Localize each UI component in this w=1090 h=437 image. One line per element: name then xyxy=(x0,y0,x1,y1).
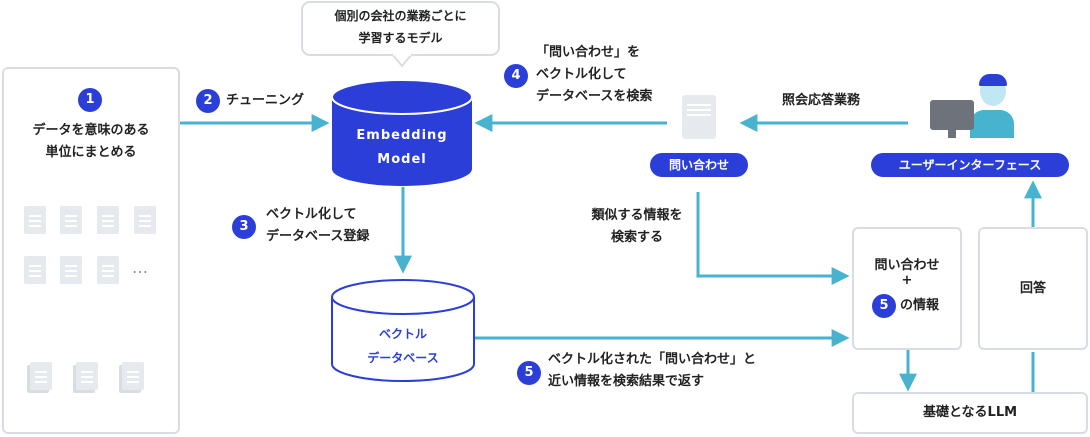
step-4-badge: 4 xyxy=(504,64,528,88)
base-llm-label: 基礎となるLLM xyxy=(922,405,1018,420)
embedding-model-label: Embedding Model xyxy=(332,124,472,172)
step-2-badge: 2 xyxy=(196,89,220,113)
similar-search-line2: 検索する xyxy=(610,230,663,245)
callout-text: 個別の会社の業務ごとに 学習するモデル xyxy=(302,5,499,49)
inquiry-pill: 問い合わせ xyxy=(650,153,748,177)
combined-line2: の情報 xyxy=(900,298,940,313)
user-interface-pill: ユーザーインターフェース xyxy=(871,153,1069,177)
step-1-line2: 単位にまとめる xyxy=(45,145,137,160)
embedding-model-line1: Embedding xyxy=(356,128,448,143)
similar-search-line1: 類似する情報を xyxy=(591,208,683,223)
vector-db-line1: ベクトル xyxy=(378,327,427,341)
callout-line1: 個別の会社の業務ごとに xyxy=(334,9,467,23)
document-stack-icon xyxy=(30,362,52,390)
vector-db-cylinder xyxy=(331,279,475,382)
step-2-label: チューニング xyxy=(226,93,305,108)
user-at-computer-icon xyxy=(924,72,1014,144)
base-llm-box xyxy=(852,392,1088,434)
step-1-text: データを意味のある 単位にまとめる xyxy=(2,120,180,164)
step-4-line1: 「問い合わせ」を xyxy=(536,45,641,60)
step-5-badge: 5 xyxy=(517,361,541,385)
vector-db-line2: データベース xyxy=(367,351,439,365)
callout-bubble xyxy=(301,1,500,68)
similar-search-text: 類似する情報を 検索する xyxy=(582,205,692,249)
vector-db-label: ベクトル データベース xyxy=(332,322,474,370)
inquiry-service-label: 照会応答業務 xyxy=(782,93,861,108)
document-icon xyxy=(134,206,156,234)
embedding-model-line2: Model xyxy=(377,152,427,167)
answer-box xyxy=(978,227,1088,350)
document-stack-icon xyxy=(76,362,98,390)
step-4-line2: ベクトル化して xyxy=(536,67,627,82)
document-icon xyxy=(60,256,82,284)
document-stack-icon xyxy=(122,362,144,390)
document-icon xyxy=(60,206,82,234)
step-4-line3: データベースを検索 xyxy=(536,89,653,104)
step-1-line1: データを意味のある xyxy=(32,123,150,138)
document-icon xyxy=(24,206,46,234)
step-4-text: 「問い合わせ」を ベクトル化して データベースを検索 xyxy=(536,42,652,108)
callout-line2: 学習するモデル xyxy=(358,31,443,45)
combined-plus: + xyxy=(901,273,913,288)
step-3-badge: 3 xyxy=(232,215,256,239)
inquiry-plus-info-box xyxy=(852,227,962,350)
document-icon xyxy=(97,256,119,284)
combined-step-5-badge: 5 xyxy=(872,294,896,318)
answer-label: 回答 xyxy=(1019,281,1046,296)
step-1-badge: 1 xyxy=(78,88,102,112)
document-icon xyxy=(24,256,46,284)
step-5-text: ベクトル化された「問い合わせ」と 近い情報を検索結果で返す xyxy=(548,349,756,393)
more-documents-ellipsis: … xyxy=(132,258,148,277)
document-icon xyxy=(97,206,119,234)
embedding-model-cylinder xyxy=(331,79,473,186)
step-5-line2: 近い情報を検索結果で返す xyxy=(548,374,705,389)
step-3-text: ベクトル化して データベース登録 xyxy=(266,204,369,248)
step-3-line1: ベクトル化して xyxy=(266,207,357,222)
combined-line1: 問い合わせ xyxy=(874,258,940,273)
step-3-line2: データベース登録 xyxy=(266,229,370,244)
inquiry-document-icon xyxy=(682,95,716,139)
step-5-line1: ベクトル化された「問い合わせ」と xyxy=(548,352,757,367)
